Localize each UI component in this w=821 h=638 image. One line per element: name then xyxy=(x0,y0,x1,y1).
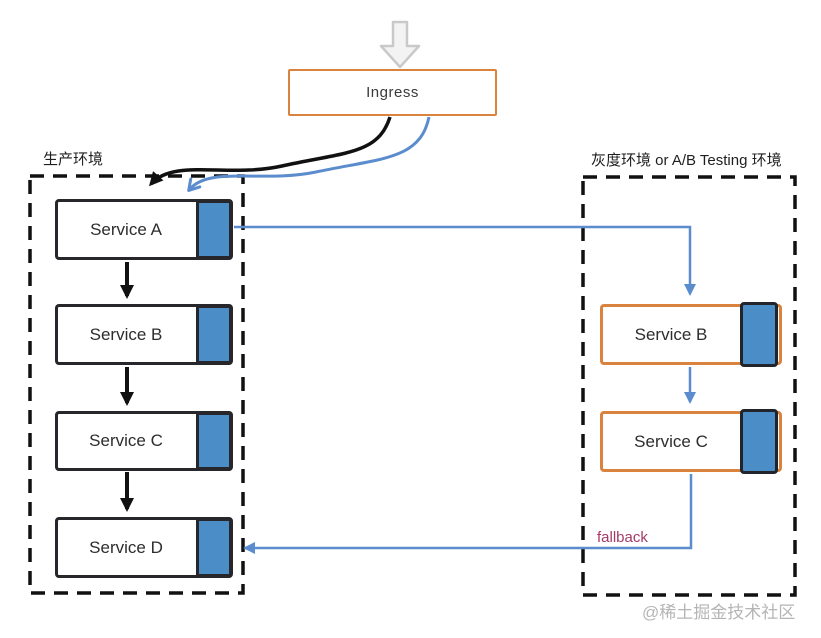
service-c-node: Service C xyxy=(55,411,233,471)
service-b-node: Service B xyxy=(55,304,233,365)
service-b-label: Service B xyxy=(89,324,163,344)
sidecar-proxy-icon xyxy=(196,200,232,259)
fallback-edge-label: fallback xyxy=(597,529,648,546)
ingress-label: Ingress xyxy=(366,84,419,101)
edge-service-a-to-canary-b xyxy=(234,225,696,296)
sidecar-proxy-icon xyxy=(196,518,232,577)
canary-service-b-node: Service B xyxy=(600,302,782,367)
service-a-node: Service A xyxy=(55,199,233,260)
service-a-label: Service A xyxy=(90,219,162,239)
service-d-label: Service D xyxy=(89,537,163,557)
canary-service-c-node: Service C xyxy=(600,409,782,474)
production-env-label: 生产环境 xyxy=(43,151,104,168)
sidecar-proxy-icon xyxy=(196,412,232,470)
watermark-text: @稀土掘金技术社区 xyxy=(642,603,796,622)
service-c-label: Service C xyxy=(89,431,163,450)
canary-env-label: 灰度环境 or A/B Testing 环境 xyxy=(591,152,782,169)
edge-ingress-to-service-a xyxy=(149,116,392,187)
service-d-node: Service D xyxy=(55,517,233,578)
canary-service-c-label: Service C xyxy=(634,431,708,451)
incoming-traffic-arrow-icon xyxy=(379,20,421,69)
ingress-node: Ingress xyxy=(288,69,497,116)
edge-ingress-to-service-a-canary xyxy=(187,116,431,193)
canary-service-b-label: Service B xyxy=(634,324,708,344)
sidecar-proxy-icon xyxy=(196,305,232,364)
sidecar-proxy-icon xyxy=(740,302,778,367)
sidecar-proxy-icon xyxy=(740,409,778,474)
